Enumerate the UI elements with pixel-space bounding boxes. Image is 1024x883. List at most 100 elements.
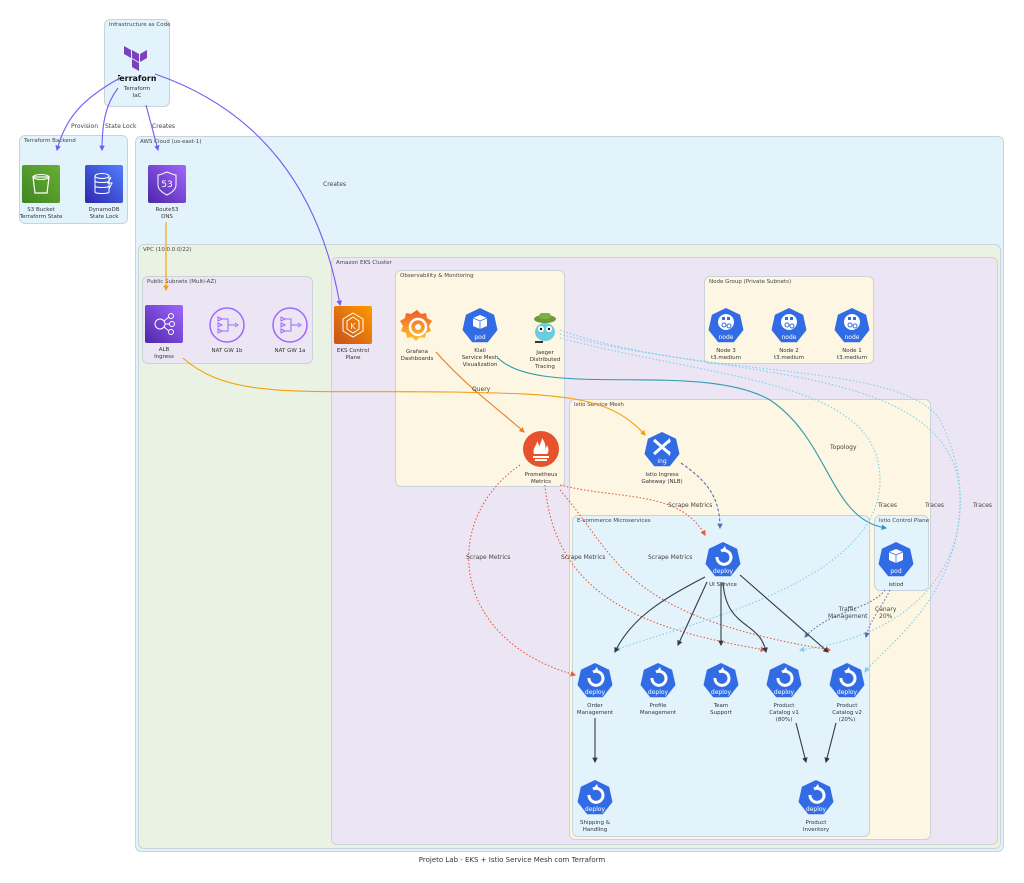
node-label: UI Service [709, 582, 737, 588]
cluster-label: Observability & Monitoring [400, 273, 474, 279]
nat-gateway-icon [192, 306, 262, 344]
node-label: Distributed [529, 357, 561, 363]
svg-text:deploy: deploy [774, 689, 795, 696]
node-label: Product [836, 703, 858, 709]
edge-canary [864, 589, 891, 639]
node-label: IaC [132, 93, 142, 99]
prometheus-icon [506, 430, 576, 468]
edge-traffic-mgmt [804, 589, 886, 638]
edge-provision [55, 77, 121, 152]
node-label: Terraform State [19, 214, 63, 220]
edge-label-traffic-management: Traffic Management [828, 606, 868, 620]
node-label: Management [576, 710, 614, 716]
node-label: DynamoDB [88, 207, 120, 213]
grafana-icon [382, 307, 452, 345]
k8s-icon: deploy [688, 540, 758, 578]
edge-label-scrape-metrics: Scrape Metrics [561, 554, 606, 561]
k8s-icon: deploy [781, 778, 851, 816]
k8s-icon: node [691, 306, 761, 344]
node-ui[interactable]: deploy UI Service [688, 540, 758, 589]
terraform-logo-icon: Terraform [102, 44, 172, 82]
node-label: EKS Control [336, 348, 370, 354]
k8s-icon: ing [627, 430, 697, 468]
edge-pc1-inventory [795, 722, 808, 764]
node-label: Ingress [154, 354, 174, 360]
svg-text:ing: ing [657, 458, 666, 465]
k8s-icon: deploy [749, 661, 819, 699]
node-label: Grafana [405, 349, 429, 355]
k8s-icon: deploy [560, 661, 630, 699]
node-nat1a[interactable]: NAT GW 1a [255, 306, 325, 355]
node-label: Handling [582, 827, 608, 833]
node-label: Order [587, 703, 603, 709]
node-label: State Lock [89, 214, 119, 220]
svg-text:deploy: deploy [585, 689, 606, 696]
edge-label-traces: Traces [878, 502, 898, 509]
node-label: Node 1 [842, 348, 862, 354]
route53-icon: 53 [132, 165, 202, 203]
edge-traces-2 [559, 333, 961, 673]
svg-text:pod: pod [474, 334, 485, 341]
node-label: Management [639, 710, 677, 716]
edge-label-topology: Topology [830, 444, 857, 451]
edge-topology [497, 357, 888, 531]
node-label: Node 3 [716, 348, 736, 354]
edge-label-query: Query [472, 386, 491, 393]
edge-label-state-lock: State Lock [105, 123, 137, 130]
cluster-label: Istio Control Plane [879, 518, 929, 524]
k8s-icon: deploy [686, 661, 756, 699]
node-label: t3.medium [710, 355, 741, 361]
edge-alb-ingress [182, 357, 646, 436]
edge-ingress-ui [680, 462, 723, 530]
svg-text:deploy: deploy [837, 689, 858, 696]
edge-creates-eks [154, 73, 342, 307]
svg-text:deploy: deploy [711, 689, 732, 696]
node-label: Catalog v1 [769, 710, 799, 716]
svg-text:53: 53 [161, 180, 172, 190]
k8s-icon: deploy [812, 661, 882, 699]
node-label: (20%) [838, 717, 856, 723]
alb-icon [129, 305, 199, 343]
node-label: istiod [888, 582, 904, 588]
jaeger-icon [510, 308, 580, 346]
cluster-label: AWS Cloud (us-east-1) [140, 139, 202, 145]
node-label: Tracing [535, 364, 555, 370]
node-label: NAT GW 1a [274, 348, 306, 354]
node-label: Plane [345, 355, 361, 361]
node-nat1b[interactable]: NAT GW 1b [192, 306, 262, 355]
cluster-label: VPC (10.0.0.0/22) [143, 247, 192, 253]
cluster-label: Node Group (Private Subnets) [709, 279, 792, 285]
k8s-icon: deploy [560, 778, 630, 816]
node-label: Jaeger [536, 350, 554, 356]
edge-label-creates: Creates [152, 123, 176, 130]
edge-label-scrape-metrics: Scrape Metrics [668, 502, 713, 509]
diagram-title: Projeto Lab - EKS + Istio Service Mesh c… [418, 856, 606, 864]
cluster-label: Terraform Backend [24, 138, 76, 144]
svg-text:deploy: deploy [806, 806, 827, 813]
node-label: ALB [158, 347, 170, 353]
node-terraform[interactable]: TerraformTerraformIaC [102, 44, 172, 100]
svg-text:node: node [719, 334, 734, 341]
